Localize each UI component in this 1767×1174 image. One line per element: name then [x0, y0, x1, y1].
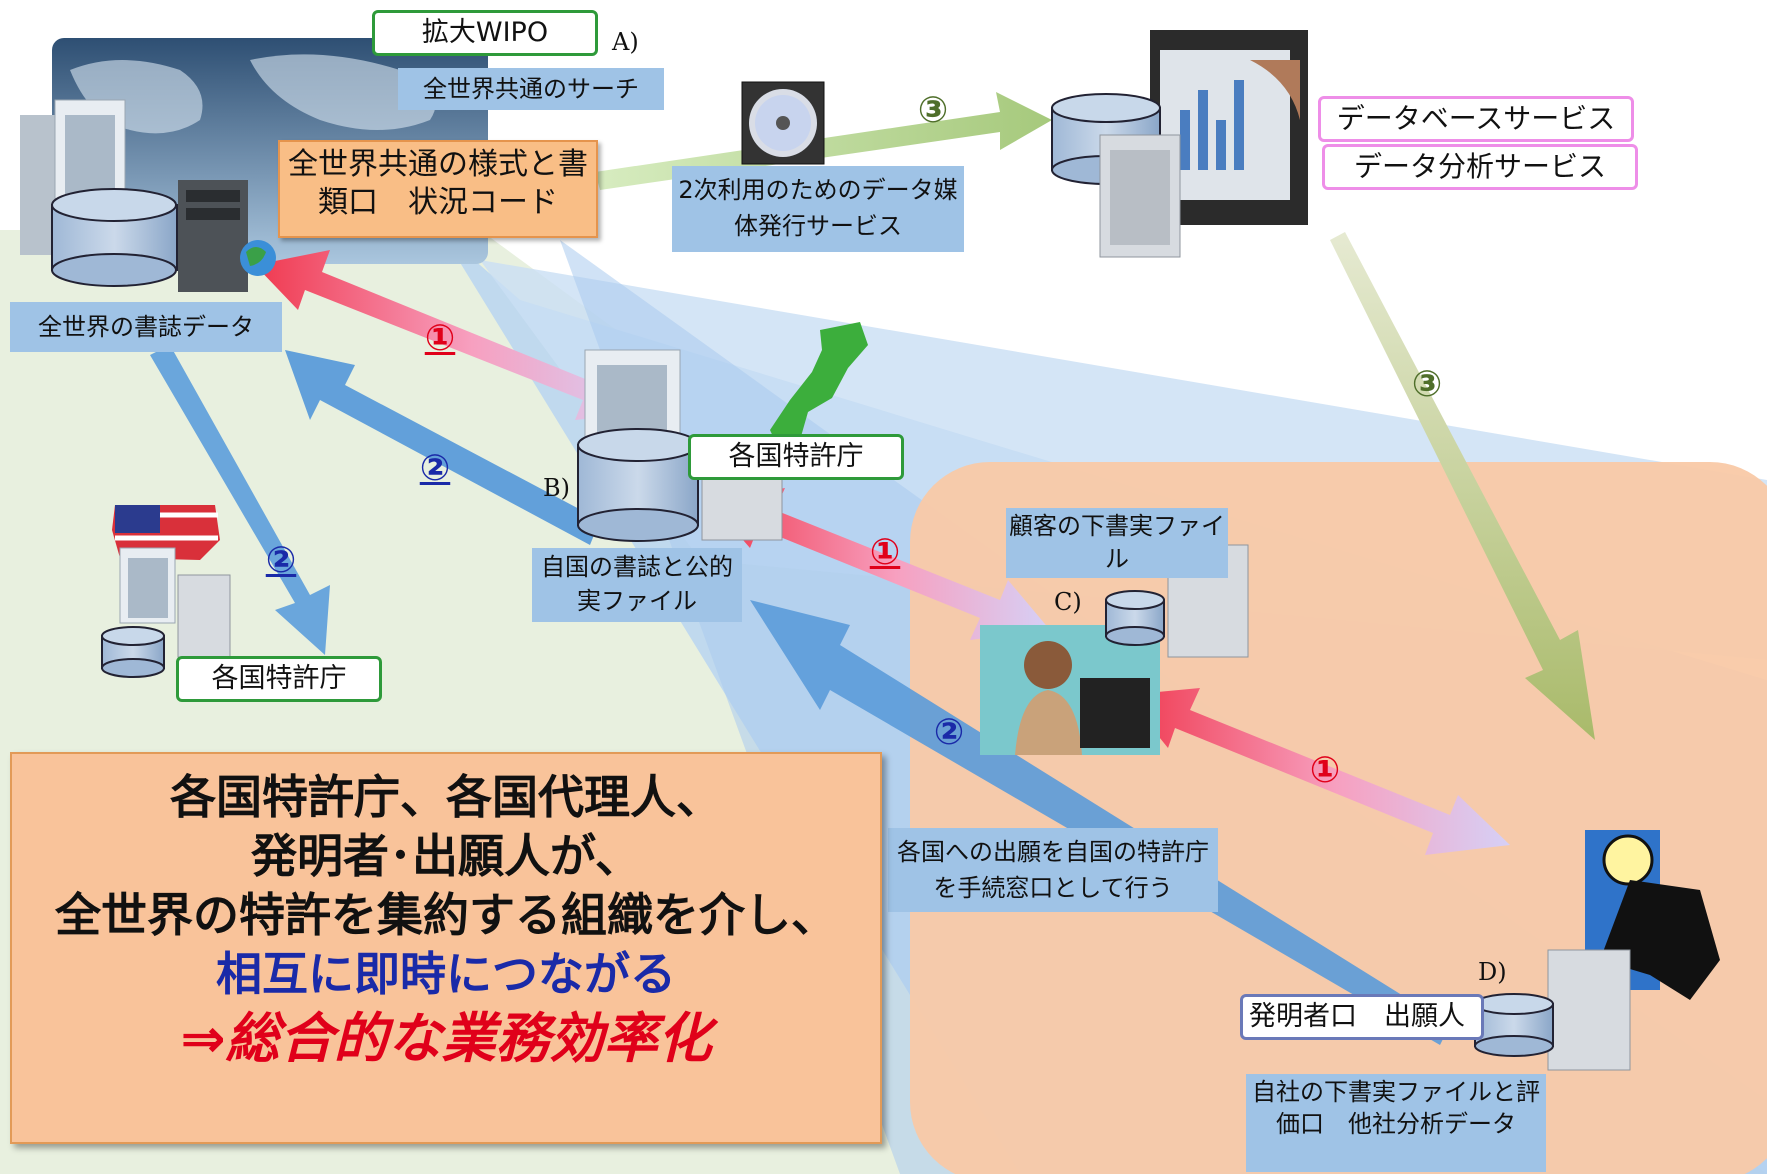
patent-office-center-label: 各国特許庁: [688, 434, 904, 480]
wipo-server-icon: [178, 180, 248, 292]
wipo-letter: A): [612, 28, 639, 56]
client-letter: C): [1054, 588, 1082, 616]
step-1-middle: ①: [869, 532, 901, 573]
db-service-label: データベースサービス: [1318, 96, 1634, 142]
office-database-icon: [577, 428, 699, 542]
continent-shape: [250, 54, 436, 130]
inventor-server-icon: [1547, 949, 1631, 1071]
arrow-1-top: [255, 250, 650, 420]
office-server-icon: [701, 469, 783, 541]
step-2-center: ②: [419, 448, 451, 489]
summary-box: 各国特許庁、各国代理人、 発明者･出願人が、 全世界の特許を集約する組織を介し、…: [10, 752, 882, 1144]
summary-line-1: 各国特許庁、各国代理人、: [170, 770, 722, 824]
cd-media-icon: [741, 81, 825, 165]
analysis-service-label: データ分析サービス: [1322, 144, 1638, 190]
inventor-label: 発明者口 出願人: [1240, 994, 1484, 1040]
japan-map-icon: [770, 322, 868, 452]
step-1-top: ①: [424, 318, 456, 359]
usa-office-building-icon: [119, 547, 176, 624]
office-letter: B): [543, 474, 570, 502]
client-database-icon: [1105, 590, 1165, 646]
summary-line-2: 発明者･出願人が、: [250, 829, 642, 883]
inventor-figure-icon: [1585, 830, 1720, 1000]
arrow-1-middle: [708, 488, 1050, 640]
procedure-label: 各国への出願を自国の特許庁を手続窓口として行う: [888, 828, 1218, 912]
global-search-label: 全世界共通のサーチ: [398, 68, 664, 110]
arrow-2-center: [285, 350, 600, 545]
service-server-icon: [1099, 134, 1181, 258]
usa-flag-icon: [112, 505, 220, 560]
company-file-label: 自社の下書実ファイルと評価口 他社分析データ: [1246, 1074, 1546, 1172]
common-format-label: 全世界共通の様式と書類口 状況コード: [278, 140, 598, 238]
step-1-bottom: ①: [1309, 750, 1341, 791]
summary-line-4: 相互に即時につながる: [216, 947, 676, 1001]
usa-database-icon: [101, 626, 165, 678]
step-3-right: ③: [1411, 364, 1443, 405]
arrow-2-right: [750, 600, 1450, 1045]
agent-photo: [980, 625, 1160, 755]
inventor-database-icon: [1474, 993, 1554, 1057]
step-3-top: ③: [917, 90, 949, 131]
step-2-left: ②: [265, 540, 297, 581]
step-2-right: ②: [933, 712, 965, 753]
arrow-2-left: [150, 345, 330, 655]
global-bib-label: 全世界の書誌データ: [10, 302, 282, 352]
patent-office-left-label: 各国特許庁: [176, 656, 382, 702]
arrow-1-bottom: [1125, 688, 1510, 855]
usa-server-icon: [177, 574, 231, 658]
summary-line-5: ⇒総合的な業務効率化: [180, 1007, 712, 1070]
arrow-3-down: [1330, 232, 1595, 740]
global-database-icon: [51, 188, 178, 287]
summary-line-3: 全世界の特許を集約する組織を介し、: [55, 888, 837, 942]
home-bib-label: 自国の書誌と公的実ファイル: [532, 548, 742, 622]
wipo-label: 拡大WIPO: [372, 10, 598, 56]
media-service-label: 2次利用のためのデータ媒体発行サービス: [672, 166, 964, 252]
globe-icon: [240, 240, 276, 276]
inventor-letter: D): [1478, 958, 1507, 986]
client-file-label: 顧客の下書実ファイル: [1006, 508, 1228, 578]
